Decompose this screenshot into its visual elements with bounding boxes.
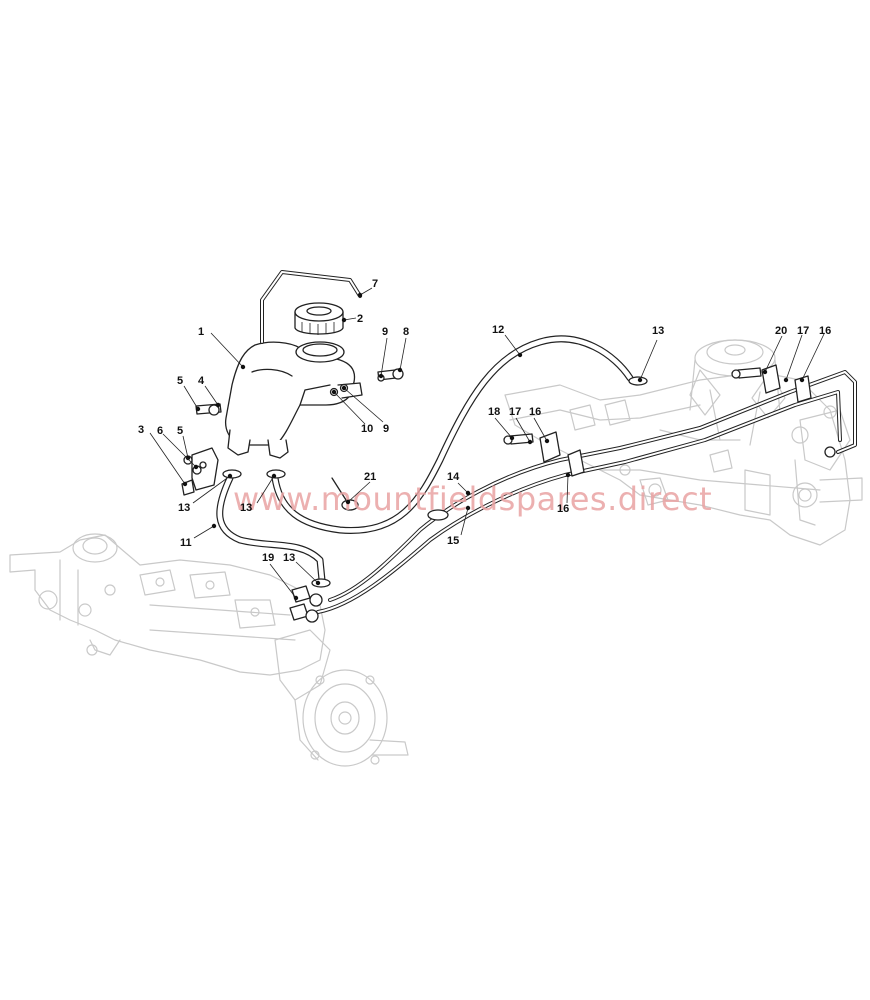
reservoir-cap <box>294 302 344 335</box>
hose-11 <box>216 474 326 584</box>
watermark: www.mountfieldspares.direct <box>233 480 712 518</box>
callout-16b: 16 <box>557 503 569 515</box>
callout-5b: 5 <box>177 425 183 437</box>
callout-15: 15 <box>447 535 459 547</box>
callout-14: 14 <box>447 471 460 483</box>
callout-13a: 13 <box>178 502 190 514</box>
front-transaxle-outline <box>9 533 409 767</box>
callout-12: 12 <box>492 324 504 336</box>
callout-18: 18 <box>488 406 500 418</box>
callout-16a: 16 <box>529 406 541 418</box>
callout-9a: 9 <box>382 326 388 338</box>
hose-clips <box>222 376 648 588</box>
callout-2: 2 <box>357 313 363 325</box>
callout-8: 8 <box>403 326 409 338</box>
callout-3: 3 <box>138 424 144 436</box>
callout-9b: 9 <box>383 423 389 435</box>
callout-7: 7 <box>372 278 378 290</box>
pipe-fittings <box>289 446 836 623</box>
callout-labels: 1 2 3 4 5 5 6 7 8 9 9 10 11 12 13 13 13 … <box>138 278 831 564</box>
callout-13b: 13 <box>240 502 252 514</box>
callout-13d: 13 <box>652 325 664 337</box>
pipe-14-15 <box>316 370 857 614</box>
callout-1: 1 <box>198 326 204 338</box>
oil-reservoir-tank <box>224 341 363 459</box>
callout-17b: 17 <box>797 325 809 337</box>
callout-17a: 17 <box>509 406 521 418</box>
callout-5a: 5 <box>177 375 183 387</box>
callout-6: 6 <box>157 425 163 437</box>
callout-11: 11 <box>180 537 192 549</box>
pipe-clamps <box>503 364 812 477</box>
callout-4: 4 <box>198 375 205 387</box>
callout-16c: 16 <box>819 325 831 337</box>
callout-13c: 13 <box>283 552 295 564</box>
callout-21: 21 <box>364 471 376 483</box>
callout-10: 10 <box>361 423 373 435</box>
breather-pipe <box>260 270 362 344</box>
callout-20: 20 <box>775 325 787 337</box>
callout-leaders <box>149 287 825 601</box>
callout-19: 19 <box>262 552 274 564</box>
hose-12 <box>271 335 634 534</box>
